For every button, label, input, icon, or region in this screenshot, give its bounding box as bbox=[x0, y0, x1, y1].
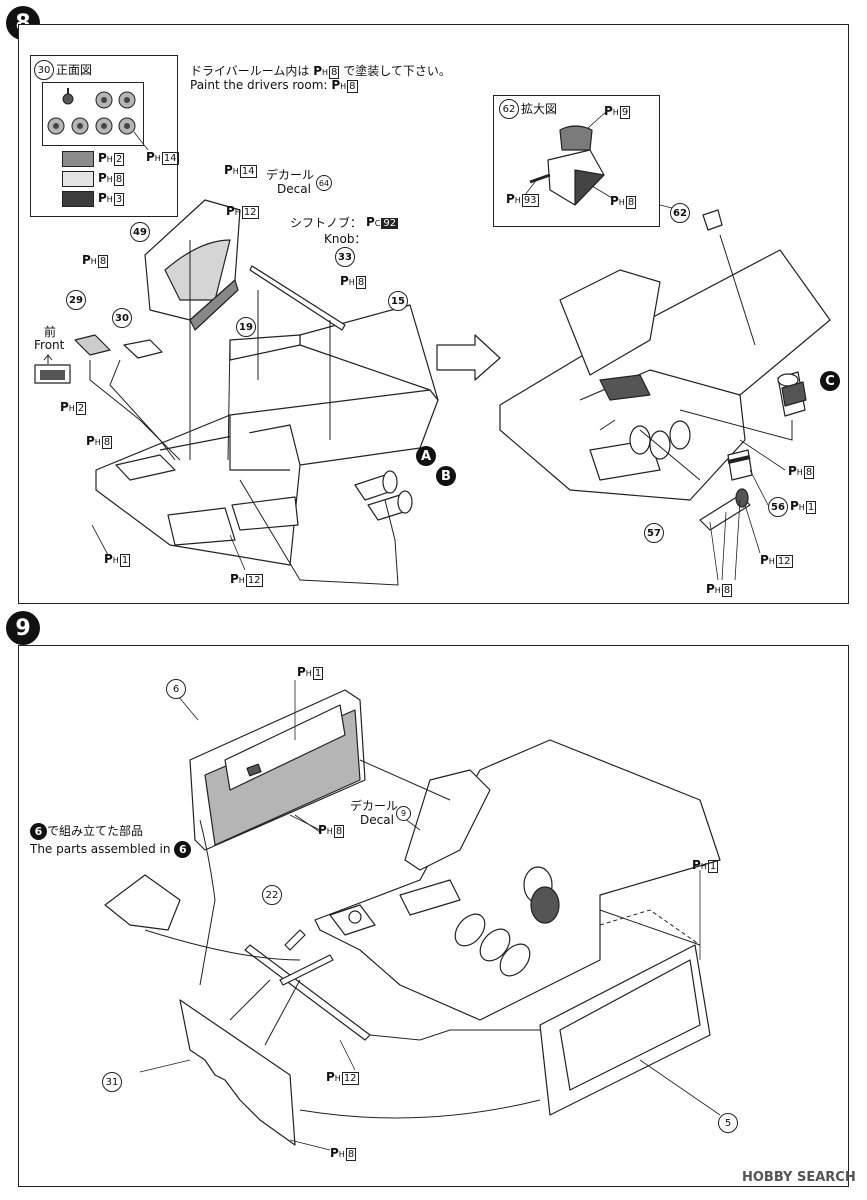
part-5-num: 5 bbox=[724, 1117, 732, 1129]
part-22-num: 22 bbox=[265, 889, 279, 901]
part-31-num: 31 bbox=[105, 1076, 119, 1088]
part-30-num: 30 bbox=[37, 64, 51, 76]
part-15-label: 15 bbox=[388, 291, 408, 311]
letter-c-marker: C bbox=[820, 371, 840, 391]
decal-jp-8: デカール bbox=[266, 168, 315, 182]
assembled-en-text: The parts assembled in bbox=[30, 842, 171, 856]
front-en: Front bbox=[34, 338, 65, 352]
part-56-label: 56 bbox=[768, 497, 788, 517]
letter-a-marker: A bbox=[416, 446, 436, 466]
part-33-label: 33 bbox=[335, 247, 355, 267]
part-15-num: 15 bbox=[391, 295, 405, 307]
swatch-mid-gray bbox=[62, 151, 94, 167]
decal-9-num: 9 bbox=[400, 809, 407, 818]
letter-c: C bbox=[825, 373, 835, 389]
part-62-zoom-label: 62 bbox=[499, 99, 519, 119]
part-49-label: 49 bbox=[130, 222, 150, 242]
part-33-num: 33 bbox=[338, 251, 352, 263]
part-49-num: 49 bbox=[133, 226, 147, 238]
part-30-label-front-view: 30 bbox=[34, 60, 54, 80]
swatch-dark-gray bbox=[62, 191, 94, 207]
decal-en-8: Decal bbox=[277, 182, 311, 196]
letter-b-marker: B bbox=[436, 466, 456, 486]
part-5-label: 5 bbox=[718, 1113, 738, 1133]
assembled-jp-text: で組み立てた部品 bbox=[47, 824, 144, 838]
part-29-label: 29 bbox=[66, 290, 86, 310]
part-56-num: 56 bbox=[771, 501, 785, 513]
decal-64-num: 64 bbox=[318, 178, 330, 188]
part-57-label: 57 bbox=[644, 523, 664, 543]
instruction-en-text: Paint the drivers room: bbox=[190, 78, 328, 92]
letter-b: B bbox=[441, 468, 451, 484]
knob-en: Knob： bbox=[324, 232, 367, 246]
zoom-title: 拡大図 bbox=[521, 102, 558, 116]
assembled-ref-jp: 6 bbox=[30, 823, 47, 840]
part-22-label: 22 bbox=[262, 885, 282, 905]
decal-jp-9: デカール bbox=[350, 799, 399, 813]
decal-9-label: 9 bbox=[396, 806, 411, 821]
part-29-num: 29 bbox=[69, 294, 83, 306]
part-30-num-main: 30 bbox=[115, 312, 129, 324]
step-9-number: 9 bbox=[6, 611, 40, 645]
front-jp: 前 bbox=[44, 325, 57, 339]
instruction-jp-text: ドライバールーム内は bbox=[190, 64, 310, 78]
part-6-num: 6 bbox=[172, 683, 180, 695]
letter-a: A bbox=[420, 448, 432, 464]
decal-64-label: 64 bbox=[316, 175, 332, 191]
instruction-jp-text-2: で塗装して下さい。 bbox=[343, 64, 451, 78]
watermark: HOBBY SEARCH bbox=[742, 1170, 856, 1185]
part-31-label: 31 bbox=[102, 1072, 122, 1092]
part-30-label: 30 bbox=[112, 308, 132, 328]
part-62-num: 62 bbox=[673, 207, 687, 219]
part-19-label: 19 bbox=[236, 317, 256, 337]
part-62-zoom-num: 62 bbox=[502, 103, 516, 115]
knob-jp: シフトノブ： bbox=[290, 216, 363, 230]
assembled-ref-en: 6 bbox=[174, 841, 192, 858]
assembled-en: The parts assembled in 6 bbox=[30, 841, 192, 858]
part-19-num: 19 bbox=[239, 321, 253, 333]
part-62-label: 62 bbox=[670, 203, 690, 223]
part-6-label: 6 bbox=[166, 679, 186, 699]
step-9-number-text: 9 bbox=[15, 615, 31, 641]
part-57-num: 57 bbox=[647, 527, 661, 539]
front-view-title: 正面図 bbox=[56, 63, 93, 77]
swatch-light-gray bbox=[62, 171, 94, 187]
decal-en-9: Decal bbox=[360, 813, 394, 827]
